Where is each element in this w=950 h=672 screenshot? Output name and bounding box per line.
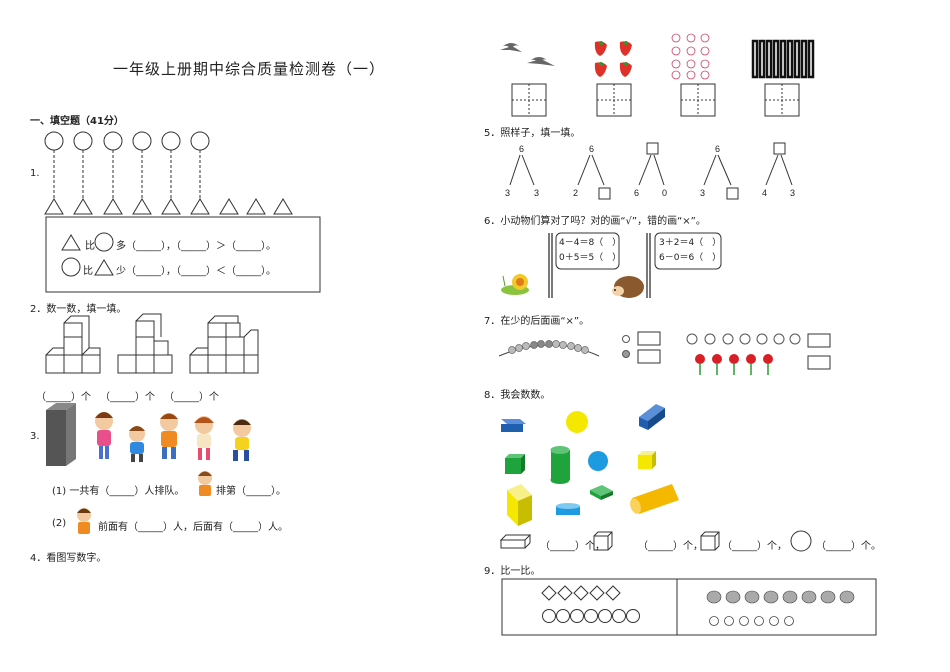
q9-label: 9．比一比。 <box>484 566 541 577</box>
yellow-cylinder-lying <box>630 484 679 514</box>
q2-answer-2: （_____）个 <box>100 392 155 403</box>
board2-eq2: 6－0＝6（ ） <box>659 253 722 263</box>
q3-part2-text: 前面有（_____）人，后面有（_____）人。 <box>98 522 288 533</box>
red-flowers <box>695 354 773 364</box>
q2-answer-3: （_____）个 <box>164 392 219 403</box>
q1-line1-bi: 比 <box>85 241 95 252</box>
q3-part1-rank: 排第（_____）。 <box>216 486 286 497</box>
child-5 <box>233 419 251 461</box>
board2: 3＋2＝4（ ） 6－0＝6（ ） <box>659 236 721 266</box>
tree4-left: 3 <box>700 188 705 198</box>
q1-line2-text: 少（_____），（_____）＜（_____）。 <box>116 266 276 277</box>
board1: 4－4＝8（ ） 0＋5＝5（ ） <box>559 236 621 266</box>
q1-number: 1. <box>30 168 40 179</box>
compare-table-border <box>501 578 877 636</box>
tree1-left: 3 <box>505 188 510 198</box>
child-3 <box>160 413 178 459</box>
q3-number: 3. <box>30 431 40 442</box>
page-title: 一年级上册期中综合质量检测卷（一） <box>113 60 386 78</box>
green-cylinder <box>550 446 570 484</box>
section-heading: 一、填空题（41分） <box>30 116 124 127</box>
circle-icon <box>94 232 114 252</box>
circle-icon <box>61 257 81 277</box>
blue-cuboid-flat <box>501 419 526 432</box>
strawberry-leaves <box>599 41 628 66</box>
child-4 <box>194 416 214 460</box>
q2-label: 2．数一数，填一填。 <box>30 304 127 315</box>
wall-block <box>46 403 76 466</box>
child-icon-a <box>198 471 212 496</box>
dashed-connectors <box>53 150 201 198</box>
q7-label: 7．在少的后面画“×”。 <box>484 316 590 327</box>
q3-part1-text: (1) 一共有（_____）人排队。 <box>52 486 185 497</box>
board1-eq2: 0＋5＝5（ ） <box>559 253 622 263</box>
blue-cylinder-flat <box>556 503 580 515</box>
circle-row-9 <box>542 609 640 623</box>
rabbit-icons <box>671 33 710 80</box>
tree4-top: 6 <box>715 144 720 154</box>
diamond-row <box>541 585 621 601</box>
q4-label: 4．看图写数字。 <box>30 553 107 564</box>
cube-stack-1 <box>45 315 101 374</box>
yellow-cuboid-tall <box>507 484 532 526</box>
q1-answer-box <box>45 216 321 293</box>
q1-line2-bi: 比 <box>83 266 93 277</box>
tree3-left: 6 <box>634 188 639 198</box>
white-flowers <box>686 333 801 345</box>
bird-icons <box>500 43 555 66</box>
child-1 <box>95 412 113 459</box>
child-2 <box>129 426 145 462</box>
child-icon-b <box>77 508 91 534</box>
answer-shape-icons <box>499 530 812 552</box>
strawberry-icons <box>594 41 632 77</box>
tree1-right: 3 <box>534 188 539 198</box>
q2-answer-1: （_____）个 <box>36 392 91 403</box>
board1-eq1: 4－4＝8（ ） <box>559 238 622 248</box>
q3-part2-num: (2) <box>52 518 67 529</box>
cube-stack-2 <box>117 313 173 374</box>
q8-answer-1: （_____）个， <box>540 541 605 552</box>
yellow-sphere <box>566 411 588 433</box>
q5-label: 5．照样子，填一填。 <box>484 128 581 139</box>
q8-answer-3: （_____）个， <box>722 541 787 552</box>
q8-answer-2: （_____）个， <box>638 541 703 552</box>
hedgehog-icon <box>612 276 644 298</box>
q8-answer-4: （_____）个。 <box>816 541 881 552</box>
green-cube <box>505 454 525 474</box>
small-flower-row <box>709 616 794 626</box>
q1-line1-text: 多（_____），（_____）＞（_____）。 <box>116 241 276 252</box>
answer-grids <box>511 83 800 117</box>
cube-stack-3 <box>189 315 259 374</box>
tree3-right: 0 <box>662 188 667 198</box>
snail-icon <box>501 274 529 295</box>
beads <box>508 340 589 354</box>
blue-cuboid-tilted <box>639 404 665 430</box>
triangle-row <box>44 198 293 215</box>
triangle-icon <box>61 234 81 251</box>
triangle-icon <box>94 259 114 276</box>
tree5-left: 4 <box>762 188 767 198</box>
q6-label: 6．小动物们算对了吗？对的画“√”，错的画“×”。 <box>484 216 706 227</box>
yellow-cube <box>638 451 656 469</box>
tree2-left: 2 <box>573 188 578 198</box>
tree1-top: 6 <box>519 144 524 154</box>
tree5-right: 3 <box>790 188 795 198</box>
board2-eq1: 3＋2＝4（ ） <box>659 238 722 248</box>
green-cuboid-small <box>590 485 613 500</box>
q8-label: 8．我会数数。 <box>484 390 551 401</box>
stick-bundle <box>751 39 815 79</box>
blue-sphere <box>588 451 608 471</box>
tree2-top: 6 <box>589 144 594 154</box>
bee-row <box>706 590 855 604</box>
